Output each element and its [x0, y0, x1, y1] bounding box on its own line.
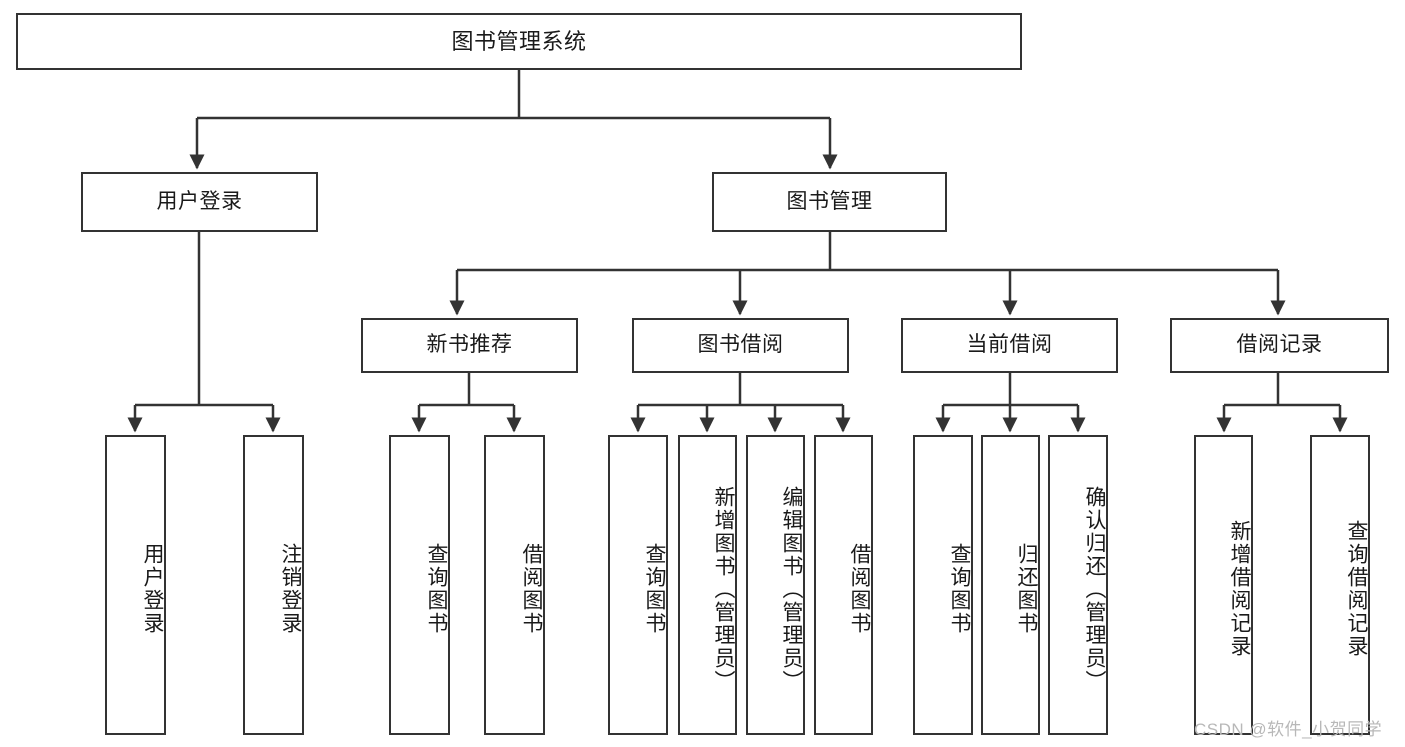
node-leaf-confirm-return[interactable]: 确认归还（管理员）: [1048, 435, 1108, 735]
node-leaf-query-book-rec[interactable]: 查询图书: [389, 435, 450, 735]
node-new-book-recommend[interactable]: 新书推荐: [361, 318, 578, 373]
node-leaf-query-book-current[interactable]: 查询图书: [913, 435, 973, 735]
node-leaf-return-book[interactable]: 归还图书: [981, 435, 1040, 735]
node-book-borrow[interactable]: 图书借阅: [632, 318, 849, 373]
node-borrow-record[interactable]: 借阅记录: [1170, 318, 1389, 373]
node-current-borrow[interactable]: 当前借阅: [901, 318, 1118, 373]
node-leaf-borrow-book-rec[interactable]: 借阅图书: [484, 435, 545, 735]
node-book-management[interactable]: 图书管理: [712, 172, 947, 232]
node-user-login[interactable]: 用户登录: [81, 172, 318, 232]
node-leaf-user-login[interactable]: 用户登录: [105, 435, 166, 735]
node-leaf-edit-book[interactable]: 编辑图书（管理员）: [746, 435, 805, 735]
node-leaf-borrow-book[interactable]: 借阅图书: [814, 435, 873, 735]
node-leaf-logout[interactable]: 注销登录: [243, 435, 304, 735]
node-root[interactable]: 图书管理系统: [16, 13, 1022, 70]
node-leaf-add-record[interactable]: 新增借阅记录: [1194, 435, 1253, 735]
node-leaf-add-book[interactable]: 新增图书（管理员）: [678, 435, 737, 735]
watermark-credit: CSDN @软件_小贺同学: [1194, 720, 1383, 739]
node-leaf-query-book-borrow[interactable]: 查询图书: [608, 435, 668, 735]
node-leaf-query-record[interactable]: 查询借阅记录: [1310, 435, 1370, 735]
